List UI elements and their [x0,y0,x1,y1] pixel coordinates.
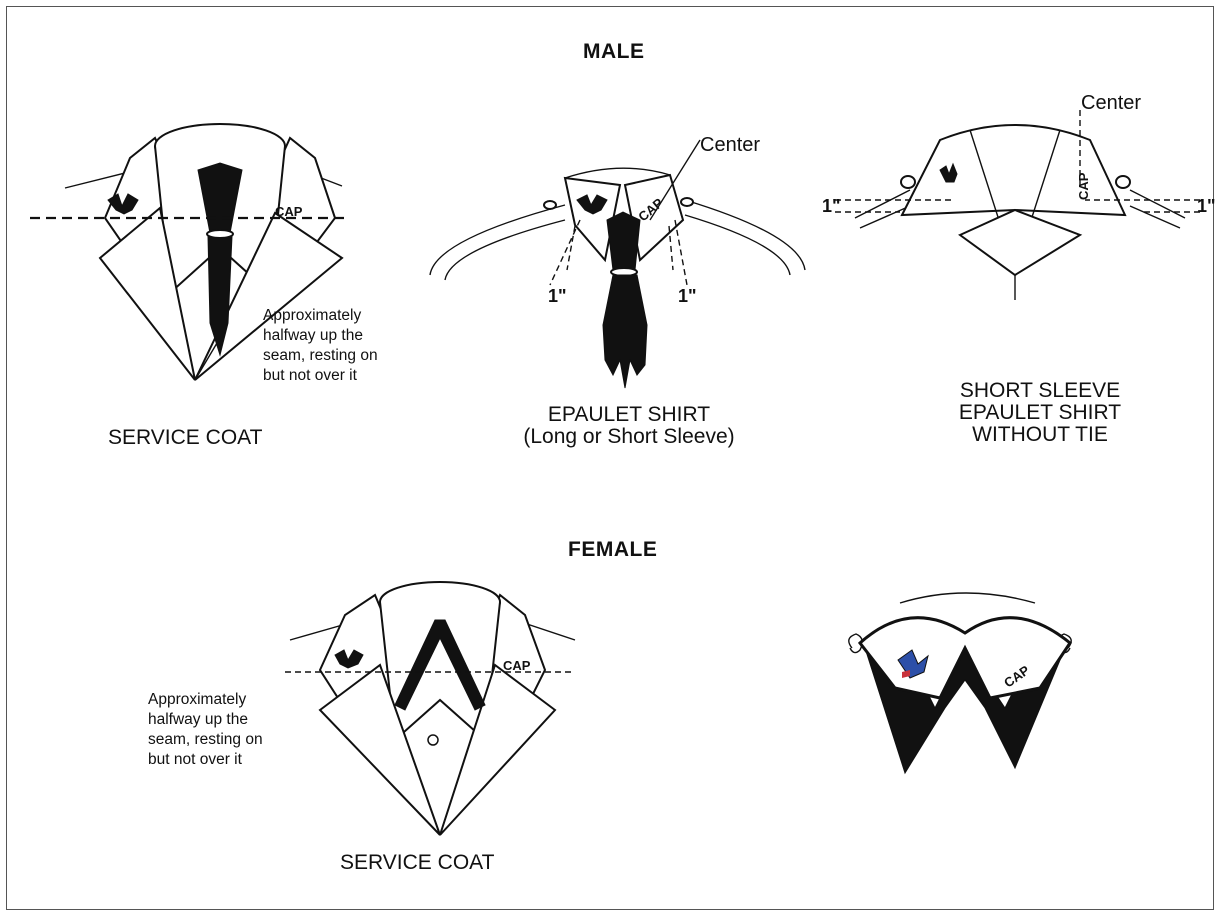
female-heading: FEMALE [568,538,657,562]
female-blouse-collar-illustration: CAP [840,588,1100,788]
male-epaulet-caption: EPAULET SHIRT (Long or Short Sleeve) [479,404,779,448]
cap-insignia: CAP [275,204,303,219]
male-epaulet-measure-left: 1" [548,286,567,307]
female-service-coat-caption: SERVICE COAT [340,852,494,874]
male-epaulet-measure-right: 1" [678,286,697,307]
male-short-sleeve-caption: SHORT SLEEVE EPAULET SHIRT WITHOUT TIE [920,380,1160,446]
male-short-sleeve-center-label: Center [1081,92,1141,115]
male-epaulet-shirt-illustration: CAP [425,160,825,410]
male-short-sleeve-illustration: CAP [840,110,1200,310]
male-short-sleeve-measure-left: 1" [822,196,841,217]
female-service-coat-illustration: CAP [285,580,605,840]
male-epaulet-center-label: Center [700,134,760,157]
female-service-coat-note: Approximately halfway up the seam, resti… [148,690,263,770]
male-service-coat-note: Approximately halfway up the seam, resti… [263,306,378,386]
cap-insignia: CAP [503,658,531,673]
male-heading: MALE [583,40,645,64]
male-service-coat-caption: SERVICE COAT [108,427,262,449]
male-short-sleeve-measure-right: 1" [1197,196,1216,217]
cap-insignia: CAP [1076,172,1091,200]
